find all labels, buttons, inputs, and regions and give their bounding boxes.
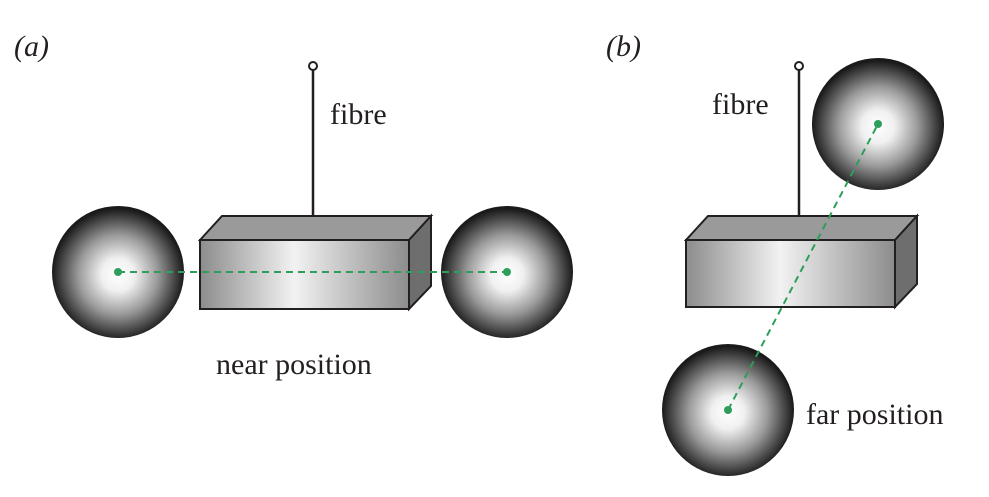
fibre-label-b: fibre: [712, 88, 769, 121]
center-dot-upper-b: [874, 120, 882, 128]
torsion-bar-b: [683, 213, 920, 310]
fibre-a: [308, 61, 318, 272]
panel-b: (b) fibre far position: [606, 30, 944, 476]
near-position-label: near position: [216, 348, 372, 381]
center-line-b: [727, 123, 879, 411]
panel-a-letter: (a): [14, 30, 49, 63]
center-dot-right-a: [503, 268, 511, 276]
center-dot-lower-b: [724, 406, 732, 414]
panel-a: (a) fibre near position: [14, 30, 573, 381]
center-dot-left-a: [114, 268, 122, 276]
far-position-label: far position: [806, 398, 943, 431]
fibre-label-a: fibre: [330, 98, 387, 131]
panel-b-letter: (b): [606, 30, 641, 63]
torsion-bar-a: [197, 213, 434, 312]
